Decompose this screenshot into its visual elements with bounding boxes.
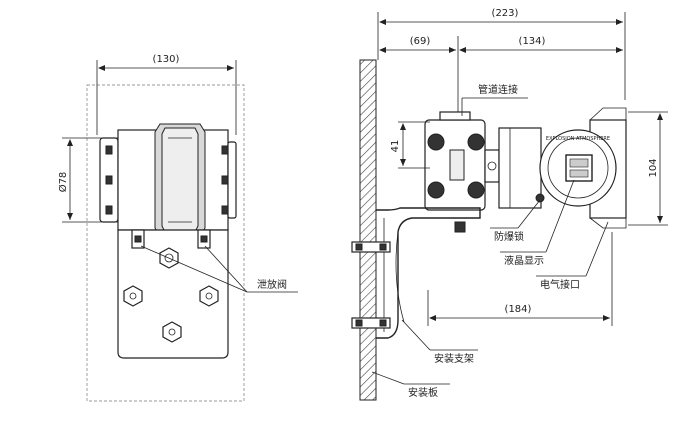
bracket-depth-dimension: (184) [427,232,613,326]
electrical-interface-label: 电气接口 [540,278,580,291]
split-width-dimension: (69) (134) [379,36,623,118]
electrical-interface-callout: 电气接口 [536,221,609,291]
lcd-display-label: 液晶显示 [504,254,544,267]
upper-u-bolt [351,241,391,253]
front-diameter-dimension: Ø78 [57,137,120,223]
wall-plate [359,59,377,401]
pipe-connection-label: 管道连接 [478,83,518,96]
front-width-label: (130) [153,54,180,65]
pipe-connection-callout: 管道连接 [461,83,528,116]
drain-valve-callout: 泄放阀 [140,245,298,293]
mounting-bracket [351,207,481,339]
mounting-plate-label: 安装板 [408,386,438,399]
housing-height-label: 104 [648,158,659,177]
total-width-label: (223) [492,8,519,19]
front-view: (130) Ø78 [57,54,298,402]
electronics-housing: EXPLOSION ATMOSPHERE [498,107,627,229]
total-width-dimension: (223) [377,8,626,100]
front-diameter-label: Ø78 [57,172,69,193]
lower-u-bolt [351,317,391,329]
mounting-plate-callout: 安装板 [371,371,450,399]
explosion-lock-screw [535,193,545,203]
front-mounting-plate [117,229,229,359]
front-envelope [86,84,245,402]
left-width-label: (69) [410,36,431,47]
flange-height-dimension: 41 [390,121,430,169]
bracket-depth-label: (184) [505,304,532,315]
mounting-bracket-callout: 安装支架 [401,319,478,365]
nameplate-text: EXPLOSION ATMOSPHERE [546,136,610,142]
flange-assembly [424,111,500,211]
housing-height-dimension: 104 [628,111,668,226]
explosion-lock-label: 防爆锁 [494,230,524,243]
front-transmitter-body [99,123,237,237]
front-width-dimension: (130) [96,54,237,135]
side-view: (223) (69) (134) 41 [351,8,668,401]
right-width-label: (134) [519,36,546,47]
lcd-display-callout: 液晶显示 [500,179,575,267]
flange-height-label: 41 [390,140,401,153]
mounting-bracket-label: 安装支架 [434,352,474,365]
explosion-lock-callout: 防爆锁 [490,199,541,243]
drain-valve-label: 泄放阀 [257,278,287,291]
